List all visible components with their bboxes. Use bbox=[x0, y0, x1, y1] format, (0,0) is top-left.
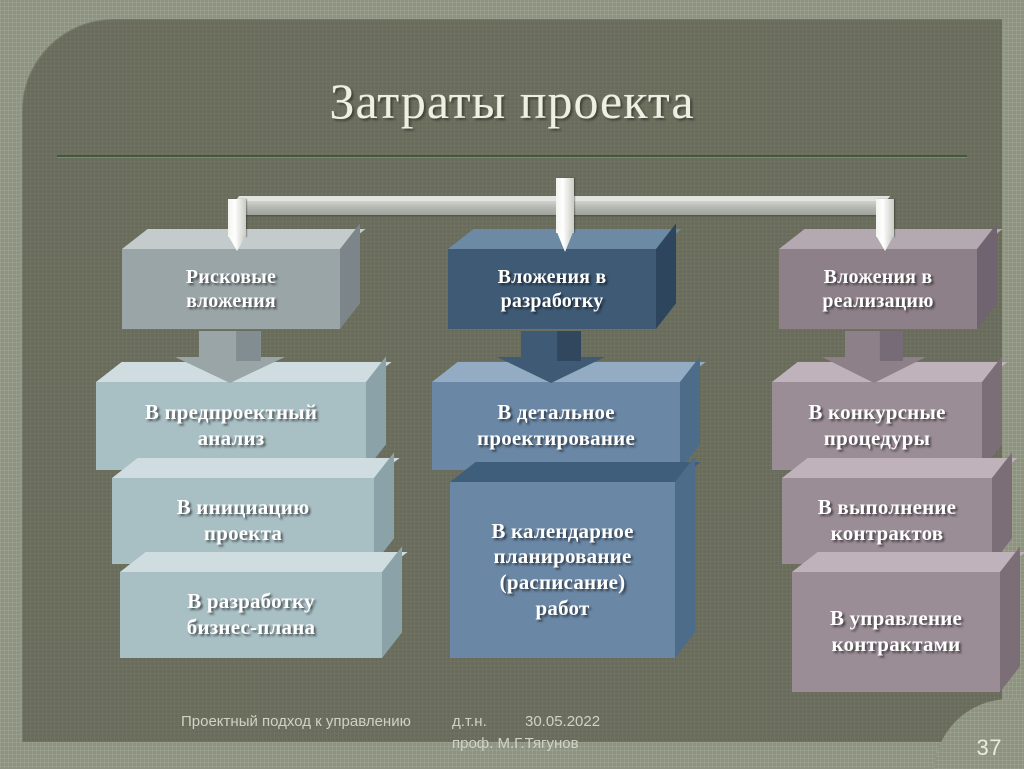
connector-tab-implementation bbox=[876, 199, 894, 251]
arrow-shade bbox=[236, 331, 261, 362]
item-label: В конкурсные процедуры bbox=[808, 400, 946, 450]
box-top-face bbox=[782, 458, 1018, 478]
item-box-risk-0[interactable]: В предпроектный анализ bbox=[96, 356, 392, 470]
header-box-development[interactable]: Вложения в разработку bbox=[448, 223, 682, 329]
arrow-head-icon bbox=[175, 357, 285, 383]
tab-stem bbox=[228, 199, 246, 238]
item-box-development-1[interactable]: В календарное планирование (расписание) … bbox=[450, 456, 701, 658]
connector-tab-risk bbox=[228, 199, 246, 251]
arrow-head-icon bbox=[497, 357, 605, 383]
connector-tab-development bbox=[556, 178, 574, 252]
slide-footer: Проектный подход к управлению д.т.н. 30.… bbox=[0, 711, 1024, 759]
footer-degree: д.т.н. bbox=[452, 713, 487, 730]
header-label: Вложения в реализацию bbox=[822, 265, 934, 312]
page-title: Затраты проекта bbox=[329, 73, 695, 129]
header-label: Вложения в разработку bbox=[497, 265, 607, 312]
item-box-implementation-0[interactable]: В конкурсные процедуры bbox=[772, 356, 1008, 470]
item-box-risk-1[interactable]: В инициацию проекта bbox=[112, 452, 400, 564]
slide-number: 37 bbox=[976, 735, 1002, 760]
header-box-risk[interactable]: Рисковые вложения bbox=[122, 223, 366, 329]
item-label: В выполнение контрактов bbox=[817, 495, 957, 545]
item-label: В разработку бизнес-плана bbox=[186, 589, 316, 639]
tab-stem bbox=[556, 178, 574, 233]
item-box-risk-2[interactable]: В разработку бизнес-плана bbox=[120, 546, 408, 658]
box-side-face bbox=[1000, 546, 1020, 692]
header-label: Рисковые вложения bbox=[185, 265, 277, 312]
corner-decoration bbox=[930, 689, 1024, 769]
footer-course: Проектный подход к управлению bbox=[181, 713, 411, 730]
item-label: В инициацию проекта bbox=[176, 495, 310, 545]
item-label: В управление контрактами bbox=[829, 606, 963, 656]
box-top-face bbox=[120, 552, 408, 572]
flow-arrow-development bbox=[497, 331, 605, 383]
box-top-face bbox=[792, 552, 1024, 572]
arrow-shade bbox=[557, 331, 582, 362]
title-divider bbox=[57, 155, 967, 157]
header-box-implementation[interactable]: Вложения в реализацию bbox=[779, 223, 1003, 329]
item-box-development-0[interactable]: В детальное проектирование bbox=[432, 356, 706, 470]
box-top-face bbox=[112, 458, 400, 478]
item-box-implementation-1[interactable]: В выполнение контрактов bbox=[782, 452, 1018, 564]
tab-stem bbox=[876, 199, 894, 238]
footer-lecturer: проф. М.Г.Тягунов bbox=[452, 735, 579, 752]
item-label: В календарное планирование (расписание) … bbox=[491, 518, 634, 620]
item-box-implementation-2[interactable]: В управление контрактами bbox=[792, 546, 1024, 692]
arrow-head-icon bbox=[822, 357, 926, 383]
footer-date: 30.05.2022 bbox=[525, 713, 601, 730]
box-top-face bbox=[450, 462, 701, 482]
arrow-shade bbox=[879, 331, 904, 362]
flow-arrow-risk bbox=[175, 331, 285, 383]
tab-arrowhead-icon bbox=[556, 229, 574, 252]
tab-arrowhead-icon bbox=[876, 235, 894, 251]
item-label: В предпроектный анализ bbox=[144, 400, 318, 450]
tab-arrowhead-icon bbox=[228, 235, 246, 251]
flow-arrow-implementation bbox=[822, 331, 926, 383]
item-label: В детальное проектирование bbox=[477, 400, 635, 450]
box-side-face bbox=[675, 456, 695, 658]
